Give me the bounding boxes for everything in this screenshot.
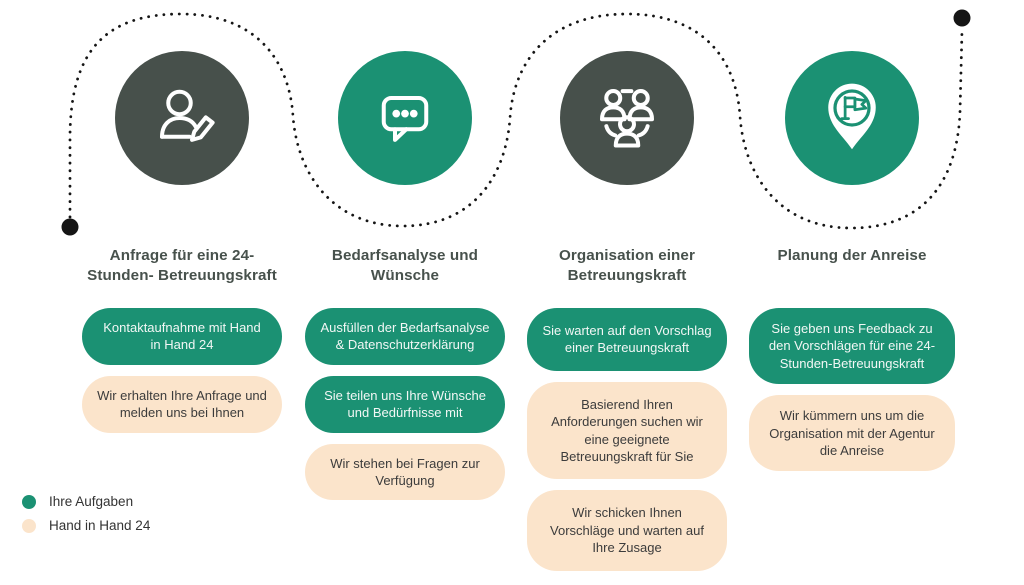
step-2-pills: Ausfüllen der Bedarfsanalyse & Datenschu…	[293, 308, 517, 501]
step-4-circle	[785, 51, 919, 185]
pill: Wir schicken Ihnen Vorschläge und warten…	[527, 490, 727, 571]
legend-item-company: Hand in Hand 24	[22, 518, 150, 533]
step-2-circle	[338, 51, 472, 185]
green-legend-dot	[22, 494, 36, 509]
step-2-title: Bedarfsanalyse und Wünsche	[331, 247, 479, 285]
pill: Basierend Ihren Anforderungen suchen wir…	[527, 381, 727, 480]
legend-label: Hand in Hand 24	[49, 518, 151, 533]
step-3-column: Organisation einer Betreuungskraft Sie w…	[515, 0, 739, 585]
pill: Ausfüllen der Bedarfsanalyse & Datenschu…	[305, 308, 505, 365]
path-start-dot	[61, 218, 79, 236]
legend-item-customer: Ihre Aufgaben	[22, 494, 150, 509]
location-flag-icon	[828, 83, 876, 150]
pill: Sie teilen uns Ihre Wünsche und Bedürfni…	[305, 375, 505, 433]
step-1-circle	[115, 51, 249, 185]
step-1-pills: Kontaktaufnahme mit Hand in Hand 24 Wir …	[70, 308, 294, 433]
legend: Ihre Aufgaben Hand in Hand 24	[22, 494, 150, 533]
step-3-circle	[560, 51, 694, 185]
step-1-column: Anfrage für eine 24- Stunden- Betreuungs…	[70, 0, 294, 585]
legend-label: Ihre Aufgaben	[49, 494, 134, 509]
pill: Wir stehen bei Fragen zur Verfügung	[305, 443, 505, 501]
pill: Sie geben uns Feedback zu den Vorschläge…	[749, 308, 955, 385]
path-end-dot	[953, 9, 971, 27]
peach-legend-dot	[22, 518, 36, 533]
step-1-title: Anfrage für eine 24- Stunden- Betreuungs…	[87, 247, 277, 285]
person-edit-icon	[160, 89, 215, 142]
pill: Sie warten auf den Vorschlag einer Betre…	[527, 308, 727, 371]
step-4-column: Planung der Anreise Sie geben uns Feedba…	[740, 0, 964, 585]
step-4-title: Planung der Anreise	[777, 247, 927, 264]
dotted-line	[68, 12, 964, 230]
pill: Kontaktaufnahme mit Hand in Hand 24	[82, 308, 282, 365]
pill: Wir erhalten Ihre Anfrage und melden uns…	[82, 375, 282, 433]
step-2-column: Bedarfsanalyse und Wünsche Ausfüllen der…	[293, 0, 517, 585]
step-4-pills: Sie geben uns Feedback zu den Vorschläge…	[740, 308, 964, 472]
step-3-title: Organisation einer Betreuungskraft	[559, 247, 695, 285]
people-network-icon	[600, 88, 654, 148]
chat-bubble-icon	[381, 96, 429, 142]
pill: Wir kümmern uns um die Organisation mit …	[749, 395, 955, 472]
step-3-pills: Sie warten auf den Vorschlag einer Betre…	[515, 308, 739, 571]
